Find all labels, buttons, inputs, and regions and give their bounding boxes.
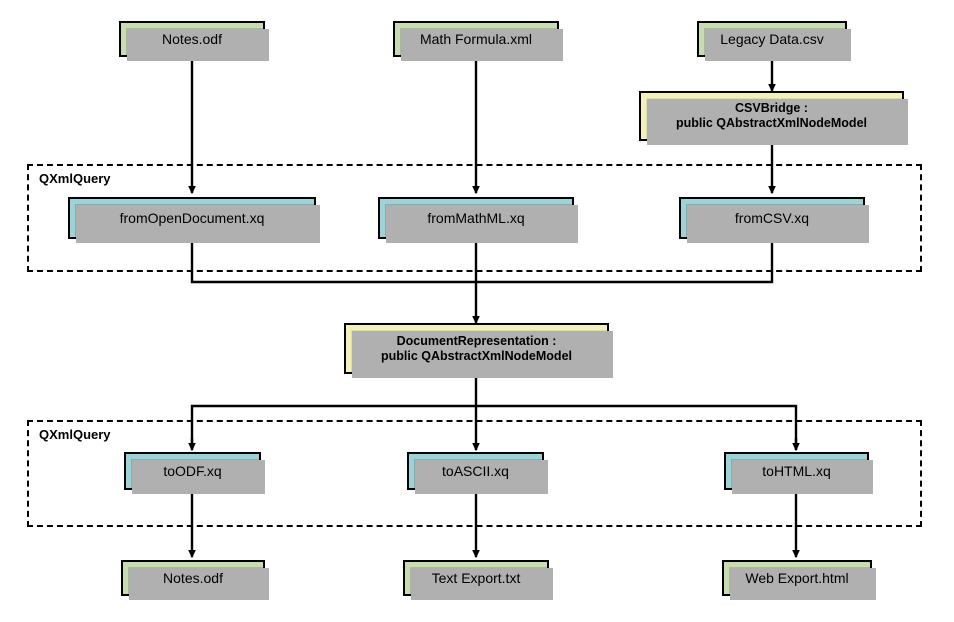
node-shadow	[129, 568, 269, 600]
node-label: toHTML.xq	[762, 462, 831, 479]
node-shadow	[647, 99, 908, 145]
node-bevel	[724, 562, 870, 594]
node-label: toODF.xq	[163, 462, 222, 479]
node-to-html-xq[interactable]: toHTML.xq	[724, 452, 873, 494]
node-to-odf-xq[interactable]: toODF.xq	[124, 452, 265, 494]
node-label: Math Formula.xml	[419, 30, 533, 47]
node-label: Notes.odf	[163, 569, 223, 586]
node-from-csv-xq[interactable]: fromCSV.xq	[679, 197, 869, 243]
node-text-export-txt[interactable]: Text Export.txt	[403, 560, 553, 600]
node-web-export-html[interactable]: Web Export.html	[722, 560, 876, 600]
node-shadow	[411, 568, 553, 600]
node-label: DocumentRepresentation : public QAbstrac…	[381, 333, 572, 363]
group-label-output-queries: QXmlQuery	[36, 427, 114, 442]
node-bevel	[409, 454, 542, 488]
node-shadow	[127, 29, 269, 61]
node-label: fromOpenDocument.xq	[119, 209, 265, 226]
node-shadow	[732, 460, 873, 494]
node-label: fromCSV.xq	[734, 209, 810, 226]
node-label: CSVBridge : public QAbstractXmlNodeModel	[676, 101, 867, 130]
node-bevel	[405, 562, 547, 594]
node-bevel	[380, 199, 572, 237]
node-bevel	[126, 454, 259, 488]
node-shadow	[415, 460, 548, 494]
node-label: fromMathML.xq	[427, 209, 525, 226]
node-notes-odf-input[interactable]: Notes.odf	[119, 21, 269, 61]
node-label: Text Export.txt	[431, 569, 521, 586]
node-document-representation[interactable]: DocumentRepresentation : public QAbstrac…	[344, 323, 613, 378]
node-shadow	[705, 29, 851, 61]
node-bevel	[121, 23, 263, 55]
node-bevel	[641, 93, 902, 139]
node-csvbridge-class[interactable]: CSVBridge : public QAbstractXmlNodeModel	[639, 91, 908, 145]
node-bevel	[395, 23, 557, 55]
node-math-formula-xml[interactable]: Math Formula.xml	[393, 21, 563, 61]
node-bevel	[70, 199, 314, 237]
node-bevel	[699, 23, 845, 55]
group-frame-output-queries	[27, 420, 922, 527]
group-frame-input-queries	[27, 164, 922, 272]
node-bevel	[346, 325, 607, 372]
node-from-mathml-xq[interactable]: fromMathML.xq	[378, 197, 578, 243]
node-bevel	[123, 562, 263, 594]
node-bevel	[681, 199, 863, 237]
node-notes-odf-output[interactable]: Notes.odf	[121, 560, 269, 600]
node-legacy-data-csv[interactable]: Legacy Data.csv	[697, 21, 851, 61]
node-shadow	[687, 205, 869, 243]
node-label: Legacy Data.csv	[720, 30, 824, 47]
node-shadow	[76, 205, 320, 243]
node-shadow	[386, 205, 578, 243]
node-shadow	[132, 460, 265, 494]
node-shadow	[401, 29, 563, 61]
node-shadow	[352, 331, 613, 378]
node-label: Web Export.html	[745, 569, 849, 586]
node-bevel	[726, 454, 867, 488]
node-shadow	[730, 568, 876, 600]
node-label: toASCII.xq	[442, 462, 509, 479]
node-to-ascii-xq[interactable]: toASCII.xq	[407, 452, 548, 494]
group-label-input-queries: QXmlQuery	[36, 171, 114, 186]
node-from-open-document-xq[interactable]: fromOpenDocument.xq	[68, 197, 320, 243]
node-label: Notes.odf	[162, 30, 222, 47]
